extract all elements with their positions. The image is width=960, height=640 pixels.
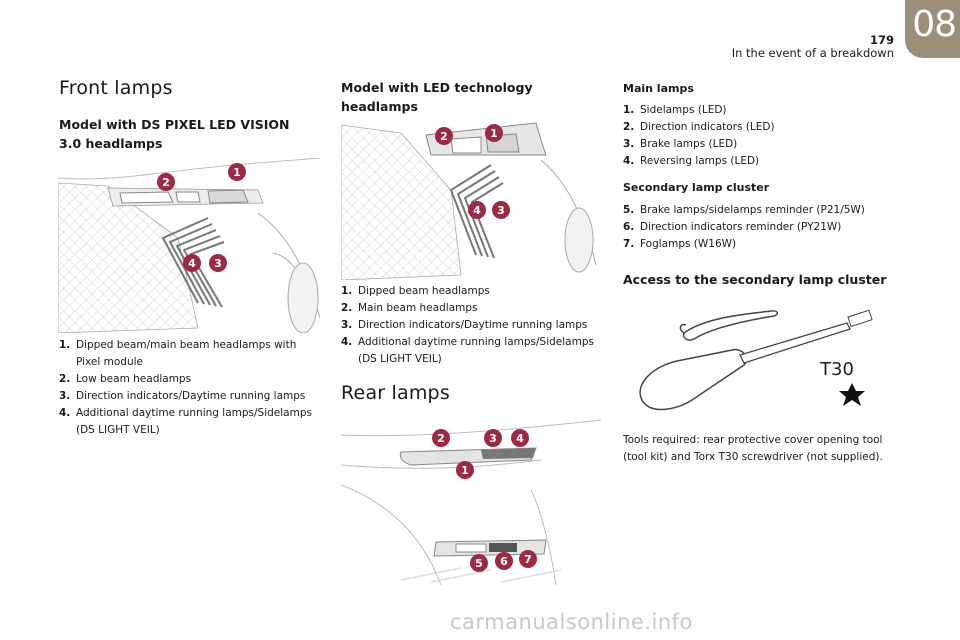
- badge-1: 1: [485, 124, 503, 142]
- svg-text:1: 1: [233, 166, 241, 179]
- badge-1: 1: [228, 163, 246, 181]
- list-item: 3.Brake lamps (LED): [623, 138, 738, 150]
- list-item: 2.Direction indicators (LED): [623, 121, 775, 133]
- chapter-number: 08: [912, 4, 957, 45]
- svg-text:5: 5: [475, 557, 483, 570]
- svg-text:2: 2: [440, 130, 448, 143]
- list-item: 2.Main beam headlamps: [341, 302, 478, 314]
- main-lamps-title: Main lamps: [623, 82, 694, 95]
- svg-text:6: 6: [500, 555, 508, 568]
- list-item: 2.Low beam headlamps: [59, 373, 192, 385]
- svg-text:2: 2: [437, 432, 445, 445]
- list-item: 1.Dipped beam/main beam headlamps with P…: [59, 339, 297, 368]
- chapter-tab: 08: [905, 0, 960, 58]
- badge-2: 2: [435, 127, 453, 145]
- svg-text:3: 3: [489, 432, 497, 445]
- badge-7: 7: [519, 550, 537, 568]
- pixel-lamp-list: 1.Dipped beam/main beam headlamps with P…: [59, 337, 321, 439]
- badge-3: 3: [484, 429, 502, 447]
- secondary-lamp-title: Secondary lamp cluster: [623, 181, 770, 194]
- badge-5: 5: [470, 554, 488, 572]
- list-item: 1.Dipped beam headlamps: [341, 285, 490, 297]
- page-number: 179: [869, 33, 894, 47]
- svg-text:3: 3: [497, 204, 505, 217]
- badge-4: 4: [511, 429, 529, 447]
- rear-lamps-title: Rear lamps: [341, 382, 450, 404]
- list-item: 4.Reversing lamps (LED): [623, 155, 760, 167]
- badge-2: 2: [432, 429, 450, 447]
- svg-text:7: 7: [524, 553, 532, 566]
- svg-text:4: 4: [188, 257, 196, 270]
- badge-3: 3: [492, 201, 510, 219]
- front-lamps-title: Front lamps: [59, 77, 173, 99]
- svg-text:4: 4: [516, 432, 524, 445]
- svg-text:1: 1: [490, 127, 498, 140]
- rear-lamp-illustration: 1 2 3 4 5 6 7: [341, 419, 601, 585]
- watermark: carmanualsonline.info: [450, 610, 693, 634]
- section-title: In the event of a breakdown: [731, 46, 894, 60]
- badge-6: 6: [495, 552, 513, 570]
- tools-illustration: T30: [639, 309, 873, 411]
- list-item: 5.Brake lamps/sidelamps reminder (P21/5W…: [623, 204, 865, 216]
- svg-text:4: 4: [473, 204, 481, 217]
- list-item: 7.Foglamps (W16W): [623, 238, 737, 250]
- list-item: 4.Additional daytime running lamps/Sidel…: [59, 407, 312, 436]
- list-item: 1.Sidelamps (LED): [623, 104, 727, 116]
- svg-text:2: 2: [162, 176, 170, 189]
- svg-text:3: 3: [214, 257, 222, 270]
- main-lamps-list: 1.Sidelamps (LED) 2.Direction indicators…: [623, 102, 903, 170]
- secondary-lamps-list: 5.Brake lamps/sidelamps reminder (P21/5W…: [623, 202, 903, 253]
- badge-4: 4: [468, 201, 486, 219]
- list-item: 3.Direction indicators/Daytime running l…: [59, 390, 306, 402]
- list-item: 3.Direction indicators/Daytime running l…: [341, 319, 588, 331]
- access-title: Access to the secondary lamp cluster: [623, 272, 887, 287]
- led-lamp-list: 1.Dipped beam headlamps 2.Main beam head…: [341, 283, 603, 368]
- pixel-model-subtitle: Model with DS PIXEL LED VISION 3.0 headl…: [59, 117, 290, 151]
- led-model-subtitle: Model with LED technology headlamps: [341, 80, 533, 114]
- pixel-headlamp-illustration: 1 2 3 4: [58, 158, 320, 333]
- torx-label: T30: [819, 359, 854, 380]
- list-item: 6.Direction indicators reminder (PY21W): [623, 221, 842, 233]
- badge-4: 4: [183, 254, 201, 272]
- svg-text:1: 1: [461, 464, 469, 477]
- tools-required-text: Tools required: rear protective cover op…: [623, 434, 883, 463]
- led-headlamp-illustration: 1 2 3 4: [341, 122, 597, 280]
- badge-3: 3: [209, 254, 227, 272]
- badge-1: 1: [456, 461, 474, 479]
- list-item: 4.Additional daytime running lamps/Sidel…: [341, 336, 594, 365]
- badge-2: 2: [157, 173, 175, 191]
